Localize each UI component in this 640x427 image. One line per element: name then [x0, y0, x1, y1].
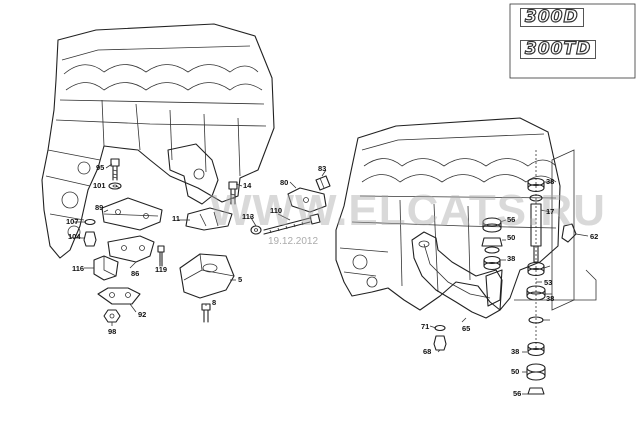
part-number-11[interactable]: 11 [172, 214, 180, 223]
part-number-14[interactable]: 14 [243, 181, 252, 190]
part-number-104[interactable]: 104 [68, 232, 81, 241]
part-number-83[interactable]: 83 [318, 164, 327, 173]
part-number-86[interactable]: 86 [131, 269, 140, 278]
part-number-50-bottom[interactable]: 50 [511, 367, 520, 376]
left-small-parts [74, 158, 331, 326]
part-number-53[interactable]: 53 [544, 278, 553, 287]
part-number-107[interactable]: 107 [66, 217, 79, 226]
variant-badge-300d: 300D [520, 8, 584, 27]
part-number-119[interactable]: 119 [155, 265, 168, 274]
part-number-68[interactable]: 68 [423, 347, 432, 356]
part-number-8[interactable]: 8 [212, 298, 217, 307]
part-number-65[interactable]: 65 [462, 324, 471, 333]
part-number-38-mid[interactable]: 38 [507, 254, 516, 263]
part-number-38-bottom[interactable]: 38 [511, 347, 520, 356]
lower-bracket-parts [429, 317, 467, 353]
part-number-56-bottom[interactable]: 56 [513, 389, 522, 398]
watermark-date: 19.12.2012 [268, 236, 319, 247]
part-number-38-lower[interactable]: 38 [546, 294, 555, 303]
part-number-95[interactable]: 95 [96, 163, 105, 172]
part-number-89[interactable]: 89 [95, 203, 104, 212]
part-number-113[interactable]: 113 [242, 212, 255, 221]
variant-frame [509, 3, 636, 79]
part-number-62[interactable]: 62 [590, 232, 599, 241]
watermark-text: WWW.ELCATS.RU [210, 186, 606, 235]
part-number-92[interactable]: 92 [138, 310, 147, 319]
right-engine-block [335, 117, 561, 319]
part-number-5[interactable]: 5 [238, 275, 243, 284]
shock-absorber [499, 149, 597, 395]
variant-badge-300td: 300TD [520, 40, 597, 59]
part-number-56-upper[interactable]: 56 [507, 215, 516, 224]
part-number-101[interactable]: 101 [93, 181, 106, 190]
part-number-80[interactable]: 80 [280, 178, 289, 187]
left-engine-block [41, 23, 275, 259]
part-number-116[interactable]: 116 [72, 264, 85, 273]
part-number-110[interactable]: 110 [270, 206, 283, 215]
part-number-38-top[interactable]: 38 [546, 177, 555, 186]
part-number-50-upper[interactable]: 50 [507, 233, 516, 242]
part-number-71[interactable]: 71 [421, 322, 430, 331]
part-number-98[interactable]: 98 [108, 327, 117, 336]
part-number-17[interactable]: 17 [546, 207, 555, 216]
